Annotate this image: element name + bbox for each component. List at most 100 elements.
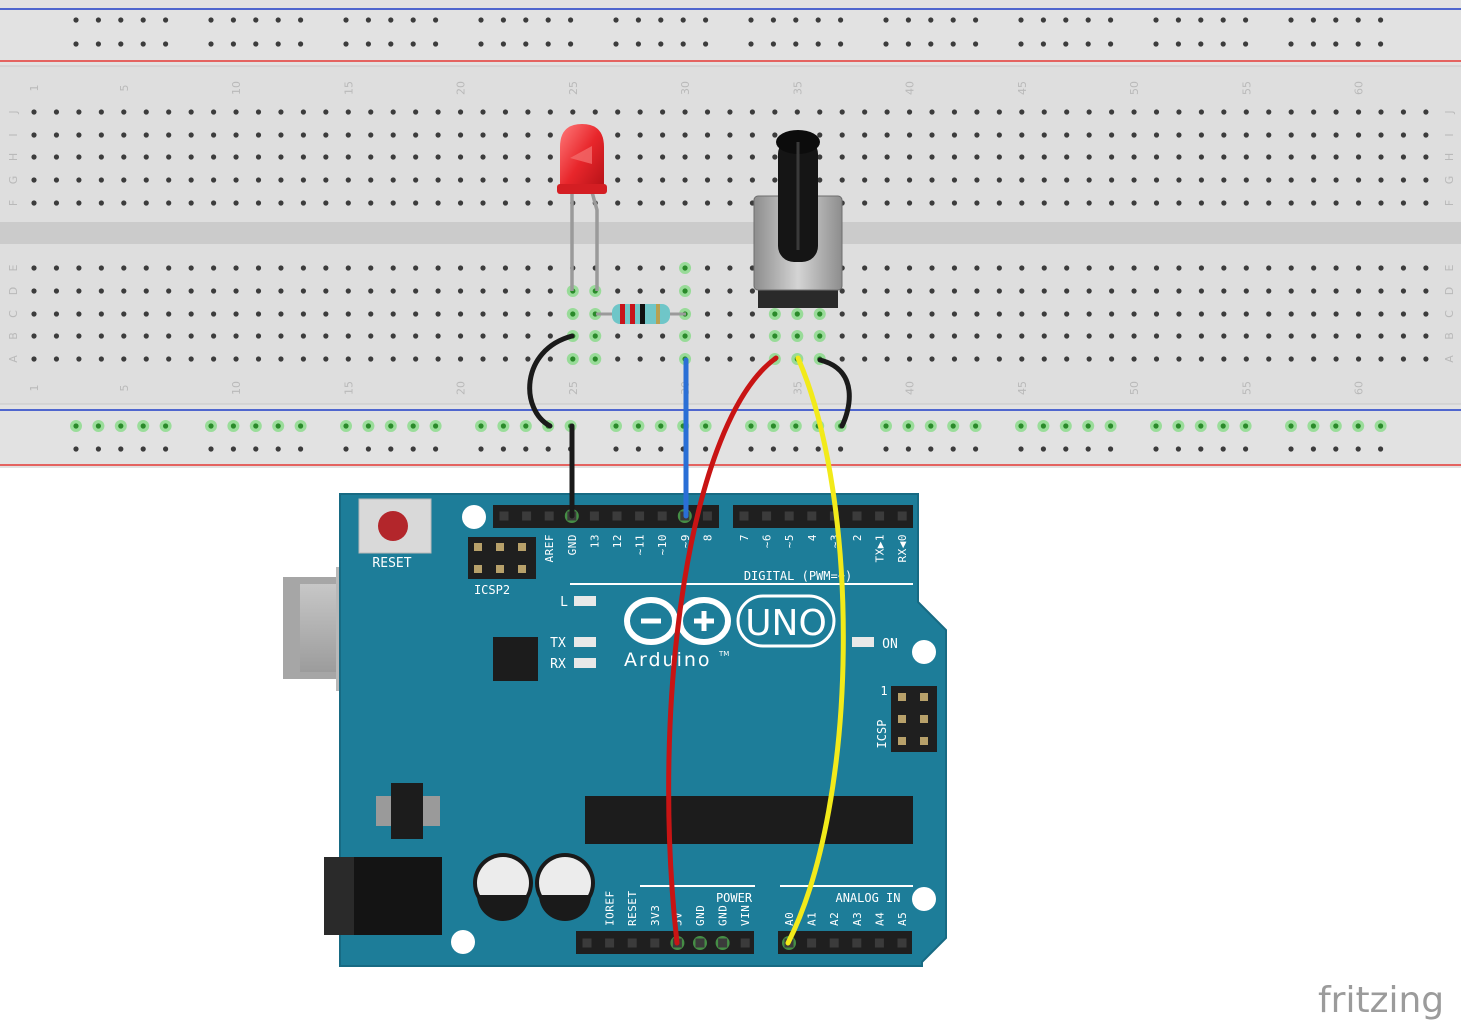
breadboard-hole[interactable] xyxy=(1153,311,1160,317)
rail-hole[interactable] xyxy=(1108,17,1114,23)
breadboard-hole[interactable] xyxy=(278,356,284,362)
breadboard-hole[interactable] xyxy=(1221,288,1227,294)
rail-hole[interactable] xyxy=(1333,41,1339,47)
rail-hole[interactable] xyxy=(410,17,416,23)
breadboard-hole[interactable] xyxy=(547,311,553,317)
breadboard-hole[interactable] xyxy=(1198,109,1204,115)
breadboard-hole[interactable] xyxy=(839,132,845,138)
breadboard-hole[interactable] xyxy=(255,132,262,138)
breadboard-hole[interactable] xyxy=(435,200,441,206)
breadboard-hole[interactable] xyxy=(1041,288,1047,294)
breadboard-hole[interactable] xyxy=(772,333,778,339)
breadboard-hole[interactable] xyxy=(188,200,194,206)
breadboard-hole[interactable] xyxy=(1064,132,1070,138)
header-pin[interactable] xyxy=(496,543,504,551)
breadboard-hole[interactable] xyxy=(749,132,756,138)
breadboard-hole[interactable] xyxy=(884,356,890,362)
rail-hole[interactable] xyxy=(478,17,484,23)
rail-hole[interactable] xyxy=(1378,446,1384,452)
breadboard-hole[interactable] xyxy=(704,177,711,183)
rail-hole[interactable] xyxy=(815,17,821,23)
rail-hole[interactable] xyxy=(1063,423,1069,429)
breadboard-hole[interactable] xyxy=(255,311,262,317)
breadboard-hole[interactable] xyxy=(1266,154,1272,160)
breadboard-hole[interactable] xyxy=(727,154,733,160)
breadboard-hole[interactable] xyxy=(862,356,868,362)
breadboard-hole[interactable] xyxy=(1176,356,1182,362)
breadboard-hole[interactable] xyxy=(749,109,756,115)
rail-hole[interactable] xyxy=(343,41,349,47)
rail-hole[interactable] xyxy=(253,17,259,23)
breadboard-hole[interactable] xyxy=(502,333,509,339)
breadboard-hole[interactable] xyxy=(660,265,666,271)
rail-hole[interactable] xyxy=(680,17,686,23)
breadboard-hole[interactable] xyxy=(1064,356,1070,362)
breadboard-hole[interactable] xyxy=(727,109,733,115)
breadboard-hole[interactable] xyxy=(300,311,306,317)
breadboard-hole[interactable] xyxy=(660,109,666,115)
breadboard-hole[interactable] xyxy=(300,177,306,183)
rail-hole[interactable] xyxy=(770,41,777,47)
rail-hole[interactable] xyxy=(1333,17,1339,23)
rail-hole[interactable] xyxy=(365,17,371,23)
rail-hole[interactable] xyxy=(973,17,979,23)
breadboard-hole[interactable] xyxy=(345,200,351,206)
breadboard-hole[interactable] xyxy=(98,333,104,339)
rail-hole[interactable] xyxy=(95,446,101,452)
breadboard-hole[interactable] xyxy=(435,356,441,362)
breadboard-hole[interactable] xyxy=(143,288,149,294)
breadboard-hole[interactable] xyxy=(1198,265,1204,271)
rail-hole[interactable] xyxy=(253,423,259,429)
breadboard-hole[interactable] xyxy=(817,154,823,160)
breadboard-hole[interactable] xyxy=(660,356,666,362)
breadboard-hole[interactable] xyxy=(413,177,419,183)
breadboard-hole[interactable] xyxy=(906,311,913,317)
breadboard-hole[interactable] xyxy=(1378,109,1384,115)
rail-hole[interactable] xyxy=(658,446,664,452)
rail-hole[interactable] xyxy=(388,423,394,429)
rail-hole[interactable] xyxy=(73,423,79,429)
rail-hole[interactable] xyxy=(253,446,259,452)
rail-hole[interactable] xyxy=(500,17,506,23)
breadboard-hole[interactable] xyxy=(1041,132,1047,138)
breadboard-hole[interactable] xyxy=(615,333,621,339)
breadboard-hole[interactable] xyxy=(368,265,374,271)
rail-hole[interactable] xyxy=(1153,423,1159,429)
breadboard-hole[interactable] xyxy=(547,154,553,160)
breadboard-hole[interactable] xyxy=(1400,288,1407,294)
breadboard-hole[interactable] xyxy=(233,177,239,183)
breadboard-hole[interactable] xyxy=(704,265,711,271)
breadboard-hole[interactable] xyxy=(884,109,890,115)
breadboard-hole[interactable] xyxy=(1423,154,1429,160)
breadboard-hole[interactable] xyxy=(53,311,60,317)
breadboard-hole[interactable] xyxy=(390,200,396,206)
rail-hole[interactable] xyxy=(928,446,934,452)
header-socket[interactable] xyxy=(852,938,862,948)
breadboard-hole[interactable] xyxy=(862,265,868,271)
breadboard-hole[interactable] xyxy=(188,132,194,138)
breadboard-hole[interactable] xyxy=(951,132,958,138)
breadboard-hole[interactable] xyxy=(794,311,800,317)
breadboard-hole[interactable] xyxy=(996,356,1002,362)
rail-hole[interactable] xyxy=(568,41,574,47)
breadboard-hole[interactable] xyxy=(323,288,329,294)
breadboard-hole[interactable] xyxy=(1086,109,1092,115)
breadboard-hole[interactable] xyxy=(884,333,890,339)
rail-hole[interactable] xyxy=(298,41,304,47)
breadboard-hole[interactable] xyxy=(1064,154,1070,160)
breadboard-hole[interactable] xyxy=(300,265,306,271)
breadboard-hole[interactable] xyxy=(996,311,1002,317)
breadboard-hole[interactable] xyxy=(457,333,464,339)
rail-hole[interactable] xyxy=(748,446,754,452)
breadboard-hole[interactable] xyxy=(143,265,149,271)
header-pin[interactable] xyxy=(898,737,906,745)
rail-hole[interactable] xyxy=(388,446,394,452)
breadboard-hole[interactable] xyxy=(906,132,913,138)
breadboard-hole[interactable] xyxy=(1153,356,1160,362)
breadboard-hole[interactable] xyxy=(1243,132,1249,138)
breadboard-hole[interactable] xyxy=(1221,265,1227,271)
breadboard-hole[interactable] xyxy=(929,177,935,183)
rail-hole[interactable] xyxy=(95,423,101,429)
rail-hole[interactable] xyxy=(433,41,439,47)
rail-hole[interactable] xyxy=(1220,423,1226,429)
